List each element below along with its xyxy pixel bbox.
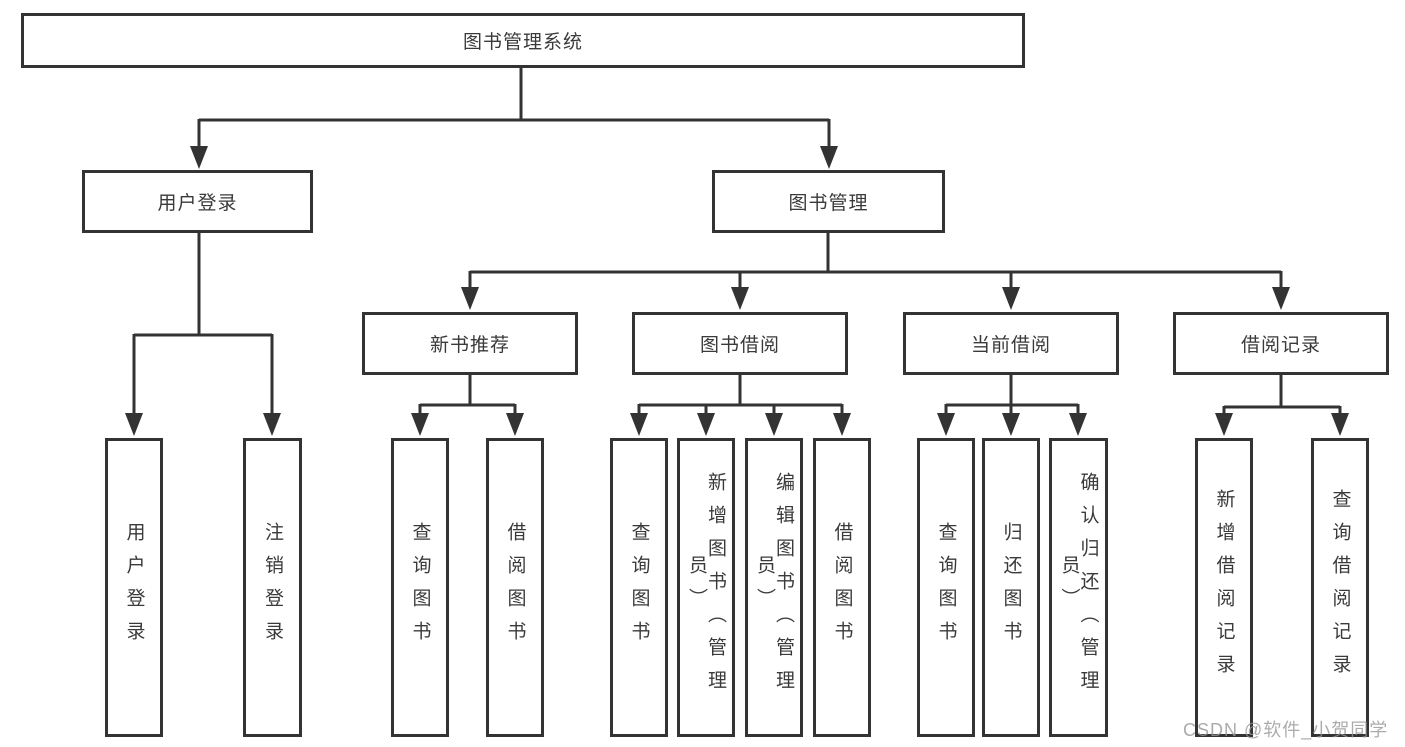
leaf-query-books-current: 查询图书	[917, 438, 975, 737]
leaf-edit-books-admin: 编辑图书（管理员）	[745, 438, 803, 737]
node-borrowing-records: 借阅记录	[1173, 312, 1389, 375]
leaf-borrow-books: 借阅图书	[813, 438, 871, 737]
node-new-book-recommendation: 新书推荐	[362, 312, 578, 375]
leaf-query-borrow-record: 查询借阅记录	[1311, 438, 1369, 737]
csdn-watermark: CSDN @软件_小贺同学	[1183, 720, 1389, 740]
node-current-borrowing: 当前借阅	[903, 312, 1119, 375]
leaf-add-borrow-record: 新增借阅记录	[1195, 438, 1253, 737]
leaf-logout-login: 注销登录	[243, 438, 302, 737]
node-library-management-system: 图书管理系统	[21, 13, 1025, 68]
node-book-borrowing: 图书借阅	[632, 312, 848, 375]
leaf-add-books-admin: 新增图书（管理员）	[677, 438, 735, 737]
leaf-return-books: 归还图书	[982, 438, 1040, 737]
leaf-borrow-books-recommend: 借阅图书	[486, 438, 544, 737]
node-book-management: 图书管理	[712, 170, 945, 233]
leaf-query-books-recommend: 查询图书	[391, 438, 449, 737]
leaf-confirm-return-admin: 确认归还（管理员）	[1049, 438, 1108, 737]
node-user-login: 用户登录	[82, 170, 313, 233]
leaf-query-books-borrow: 查询图书	[610, 438, 668, 737]
leaf-user-login: 用户登录	[105, 438, 163, 737]
